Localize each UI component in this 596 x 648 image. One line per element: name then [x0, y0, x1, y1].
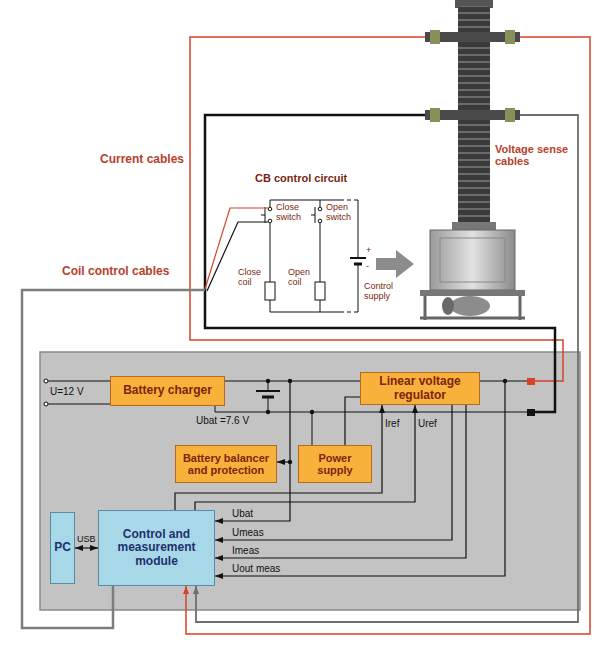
- connector: [345, 397, 360, 445]
- coil-control-lead: [207, 222, 268, 291]
- connector: [75, 547, 98, 548]
- pushbutton-symbol: [311, 207, 315, 223]
- cable-label: Current cables: [100, 153, 210, 166]
- box-text: Battery balancer and protection: [178, 452, 274, 476]
- section-title: CB control circuit: [255, 172, 395, 184]
- box-text: Battery charger: [123, 384, 212, 397]
- signal-name: Imeas: [232, 545, 259, 556]
- cable-label: Voltage sense cables: [495, 143, 575, 167]
- component-label: Open switch: [326, 203, 360, 223]
- signal-name: Uout meas: [232, 563, 292, 574]
- clamp-jaw: [430, 30, 440, 44]
- process-box: Battery balancer and protection: [175, 445, 277, 483]
- component-label: Close coil: [238, 268, 266, 288]
- junction-dot: [503, 379, 507, 383]
- input-wire: [44, 381, 110, 382]
- frame-bar: [420, 290, 525, 296]
- component-label: Open coil: [288, 268, 316, 288]
- frame-leg: [519, 296, 522, 320]
- current-cable: [190, 37, 563, 381]
- ground-wire: [312, 412, 313, 445]
- process-box: Battery charger: [110, 376, 225, 406]
- junction-dot: [310, 410, 314, 414]
- coil-symbol: [265, 282, 275, 300]
- clamp-jaw: [505, 30, 515, 44]
- mechanism-box: [430, 230, 515, 290]
- connector: [175, 405, 382, 510]
- computer-box: PC: [50, 512, 75, 584]
- junction-dot: [288, 379, 292, 383]
- output-terminal: [527, 409, 535, 416]
- switch-terminal: [268, 219, 272, 223]
- return-rail: [270, 312, 340, 313]
- box-door: [440, 238, 505, 282]
- switch-terminal: [318, 219, 322, 223]
- box-text: PC: [54, 541, 71, 554]
- coil-control-lead: [205, 208, 268, 289]
- battery-plate: [262, 396, 274, 399]
- supply-rail: [270, 200, 340, 201]
- supply-wire: [358, 200, 359, 312]
- process-box: Linear voltage regulator: [360, 372, 480, 405]
- input-terminal: [44, 402, 48, 406]
- battery-plate: [256, 390, 280, 392]
- voltage-sense-cable: [186, 37, 590, 634]
- device-enclosure: [40, 352, 580, 610]
- frame-bar: [420, 317, 525, 320]
- battery-plate: [354, 263, 362, 266]
- column-flange: [452, 222, 496, 230]
- signal-name: Ubat: [232, 508, 282, 519]
- battery-plate: [350, 257, 366, 259]
- input-terminal: [44, 379, 48, 383]
- module-box: Control and measurement module: [98, 510, 215, 586]
- coil-symbol: [315, 282, 325, 300]
- polarity-mark: -: [366, 262, 376, 272]
- connector: [225, 380, 360, 381]
- junction-dot: [288, 460, 292, 464]
- component-label: Control supply: [364, 282, 414, 302]
- signal-name: Uref: [418, 418, 437, 429]
- signal-name: Iref: [385, 418, 399, 429]
- signal-name: Umeas: [232, 527, 264, 538]
- switch-terminal: [268, 207, 272, 211]
- voltage-sense-cable: [196, 115, 578, 622]
- motor: [450, 296, 490, 316]
- box-text: Control and measurement module: [101, 528, 212, 568]
- junction-dot: [266, 379, 270, 383]
- motor-end: [442, 297, 454, 315]
- junction-dot: [266, 410, 270, 414]
- return-rail: [340, 312, 358, 313]
- cable-label: Coil control cables: [62, 265, 187, 278]
- pushbutton-symbol: [261, 207, 265, 223]
- output-terminal: [527, 378, 535, 385]
- component-label: Close switch: [276, 203, 312, 223]
- clamp-jaw: [430, 108, 440, 122]
- frame-leg: [424, 296, 427, 320]
- signal-name: USB: [77, 535, 96, 545]
- input-wire: [44, 404, 110, 405]
- voltage-label: U=12 V: [50, 386, 108, 397]
- process-box: Power supply: [298, 445, 372, 483]
- supply-rail: [340, 200, 358, 201]
- pointer-arrow: [376, 250, 414, 278]
- polarity-mark: +: [366, 246, 376, 256]
- clamp-jaw: [505, 108, 515, 122]
- box-text: Power supply: [301, 452, 369, 476]
- ground-rail: [215, 406, 527, 412]
- box-text: Linear voltage regulator: [363, 375, 477, 401]
- switch-terminal: [318, 207, 322, 211]
- voltage-label: Ubat =7.6 V: [196, 415, 276, 426]
